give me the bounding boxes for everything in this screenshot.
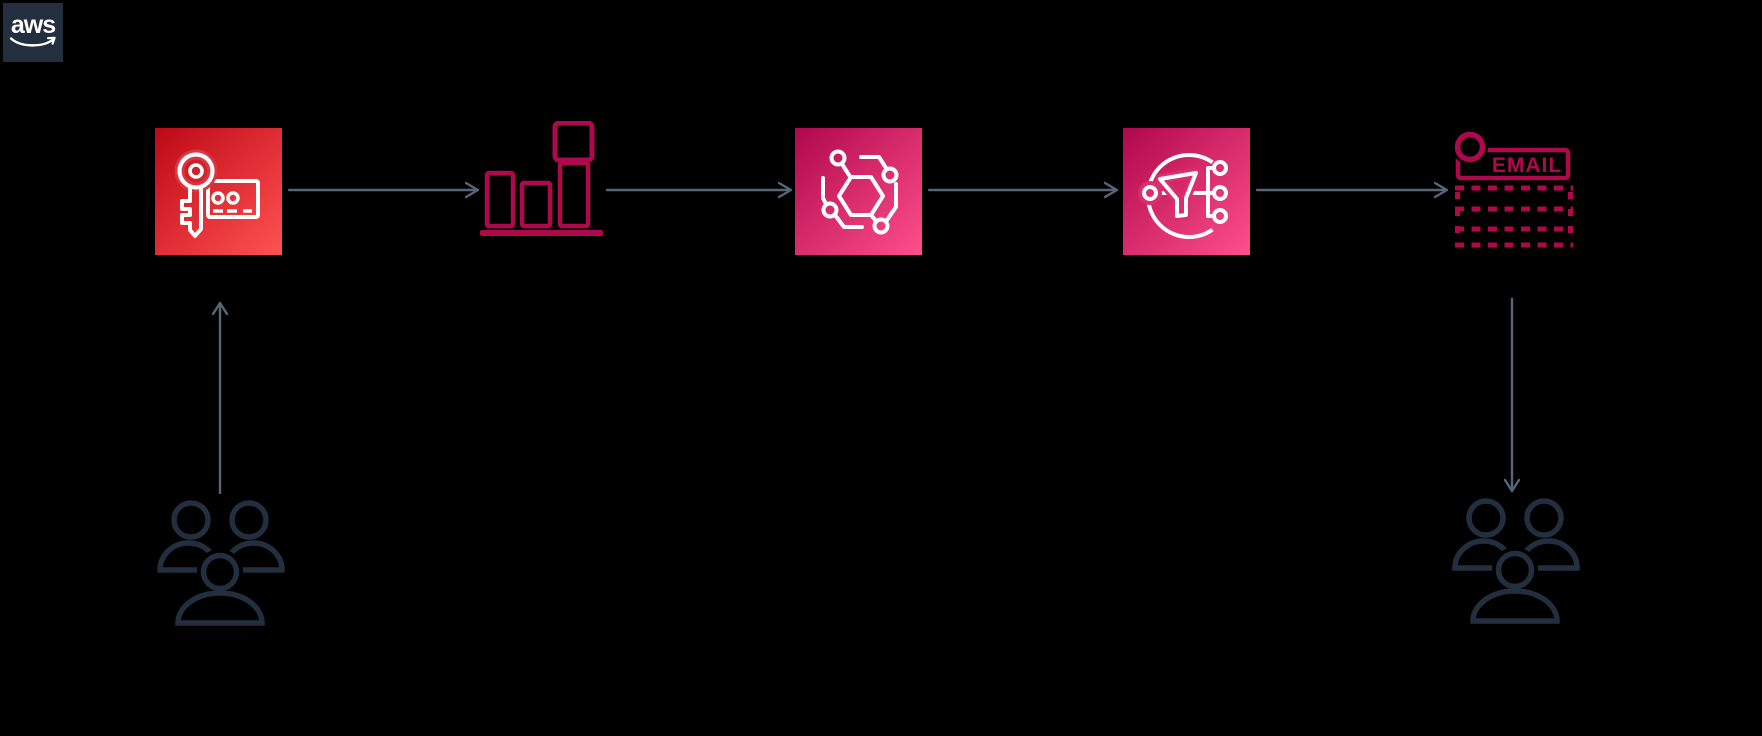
arrow-users-to-key bbox=[211, 301, 229, 495]
node-funnel-fanout bbox=[1123, 128, 1250, 255]
aws-logo: aws bbox=[3, 3, 63, 62]
key-card-icon bbox=[174, 149, 260, 238]
node-bar-chart-metrics bbox=[478, 121, 606, 239]
arrow-funnel-to-email bbox=[1255, 181, 1449, 199]
node-email-channel: EMAIL bbox=[1449, 128, 1579, 252]
node-users-right bbox=[1452, 497, 1580, 627]
email-label: EMAIL bbox=[1492, 154, 1562, 177]
users-icon bbox=[1452, 498, 1580, 627]
bar-chart-icon bbox=[480, 121, 603, 236]
arrow-key-to-barchart bbox=[287, 181, 480, 199]
funnel-fanout-icon bbox=[1138, 153, 1232, 239]
aws-wordmark: aws bbox=[10, 11, 56, 39]
hexagon-molecule-icon bbox=[821, 149, 899, 235]
aws-smile-icon bbox=[9, 36, 56, 47]
arrow-email-to-users bbox=[1503, 297, 1521, 493]
users-icon bbox=[157, 500, 285, 629]
arrow-hexagon-to-funnel bbox=[927, 181, 1119, 199]
node-hexagon-network bbox=[795, 128, 922, 255]
email-table-icon: EMAIL bbox=[1452, 129, 1573, 248]
node-users-left bbox=[157, 499, 285, 629]
arrow-barchart-to-hexagon bbox=[605, 181, 793, 199]
node-key-credentials bbox=[155, 128, 282, 255]
